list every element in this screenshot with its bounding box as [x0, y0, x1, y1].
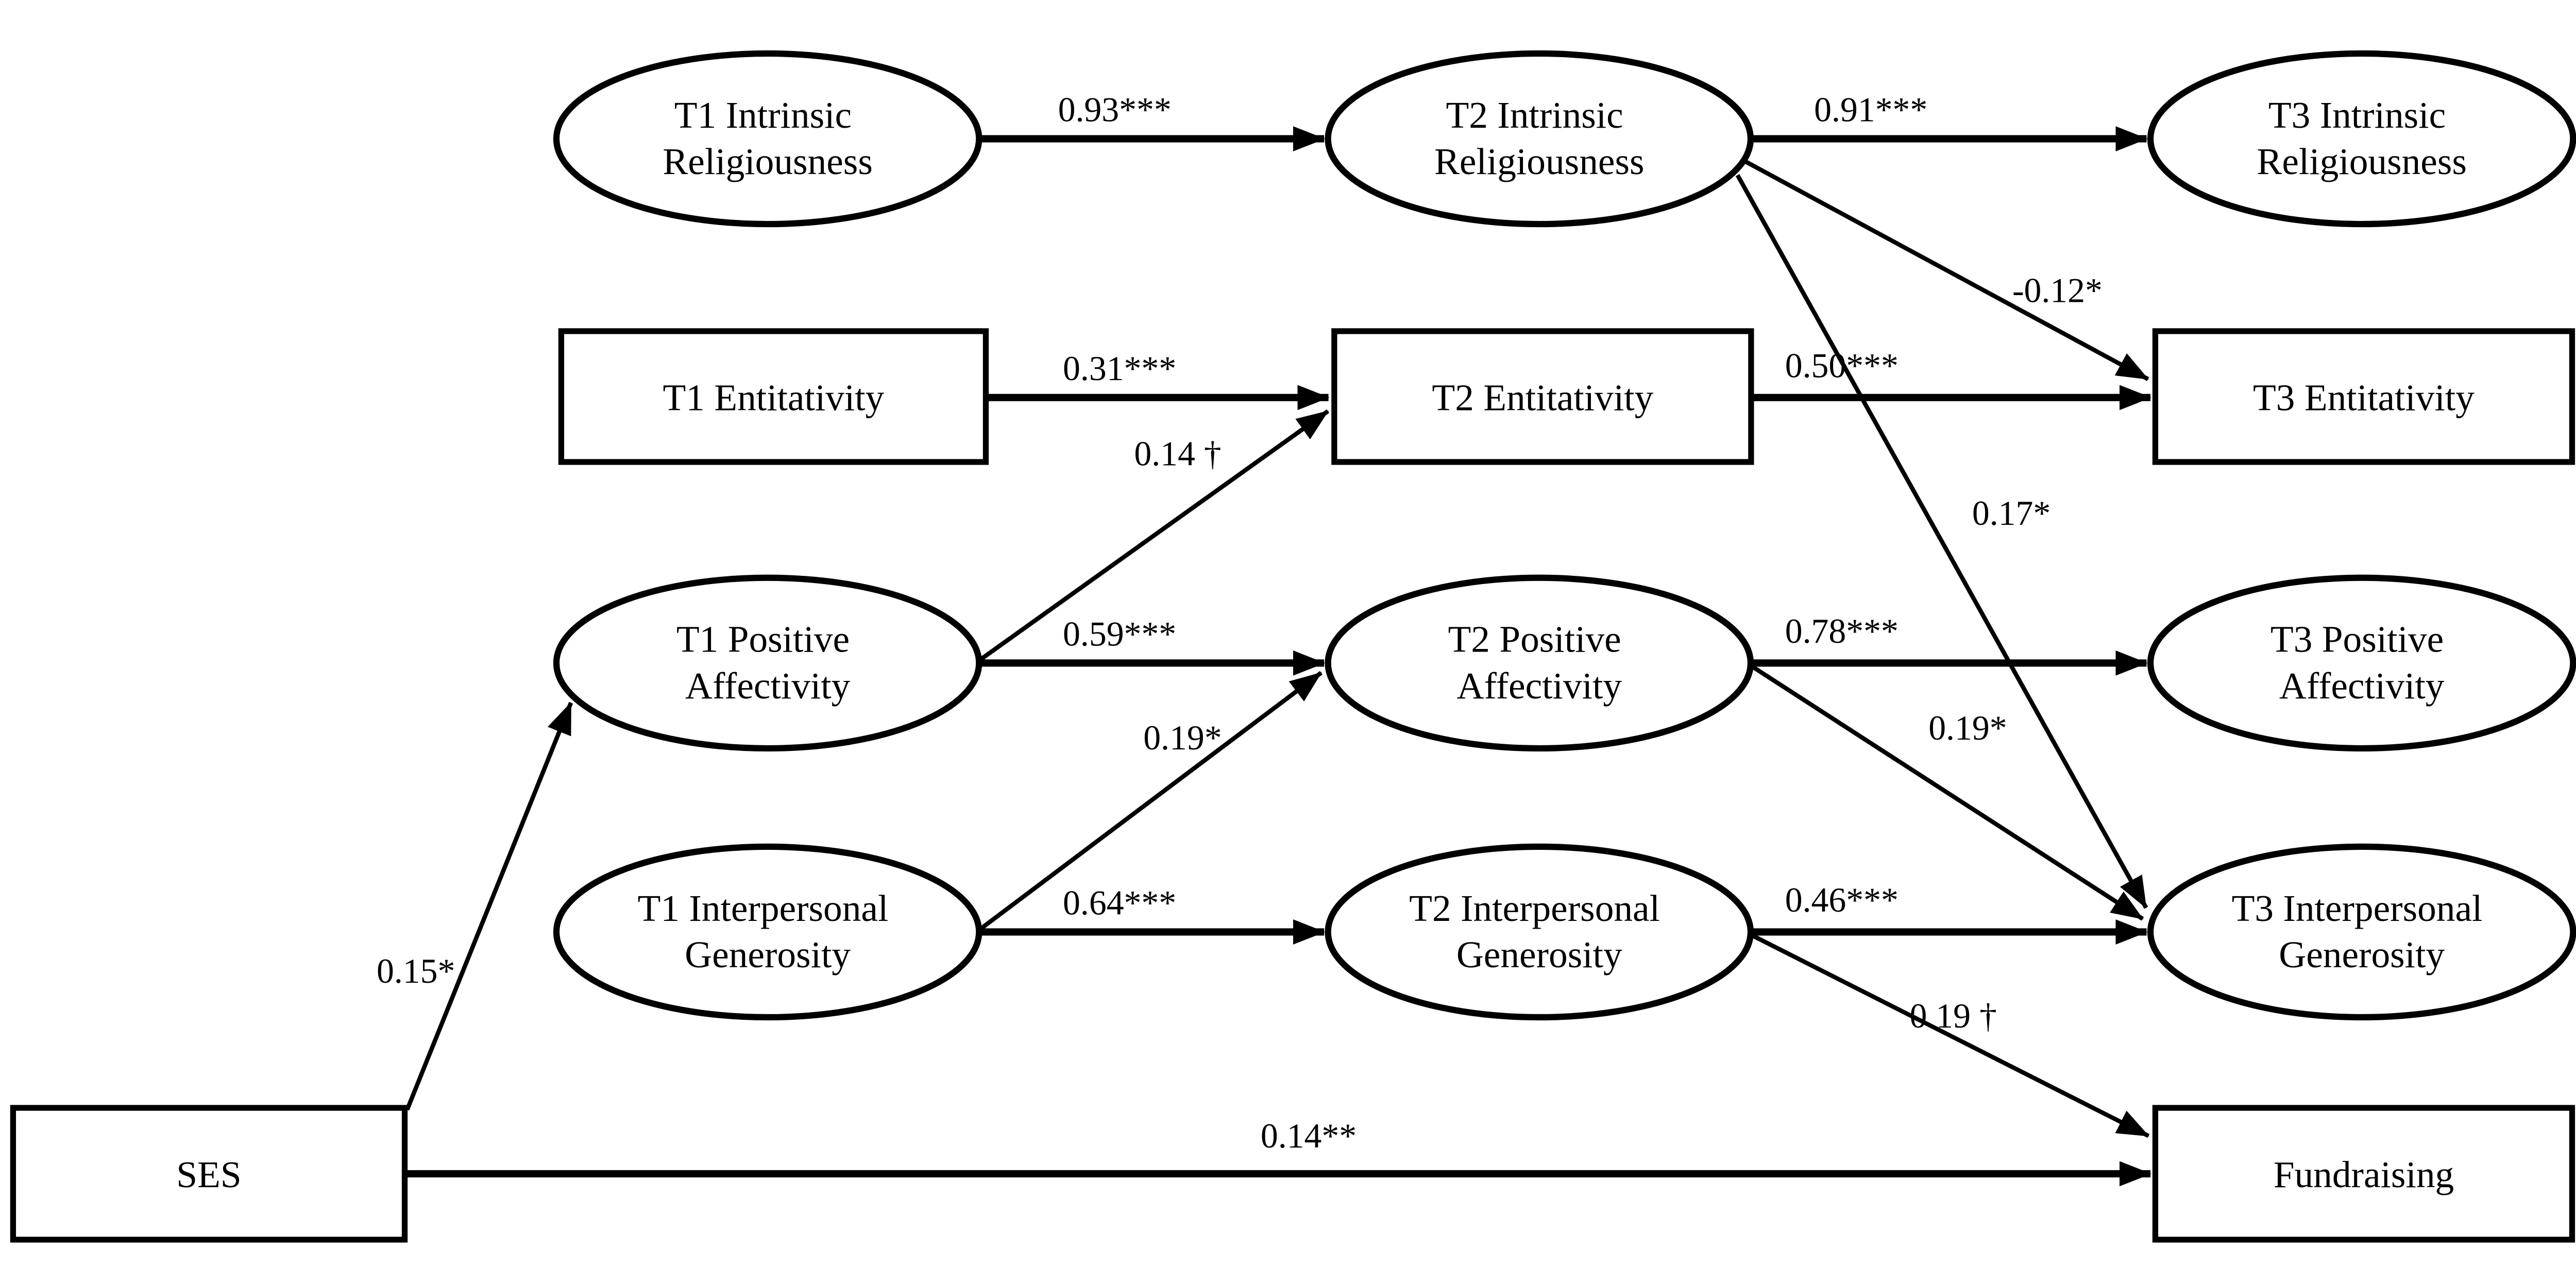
- edge-t2ir-to-t3e: -0.12*: [1741, 158, 2149, 381]
- coefficient-t1ig-t2ig: 0.64***: [1063, 884, 1176, 922]
- node-t2-interpersonal-generosity: T2 Interpersonal Generosity: [1325, 843, 1754, 1021]
- edge-t2ir-to-t3ig: 0.17*: [1735, 174, 2148, 909]
- coefficient-t1pa-t2pa: 0.59***: [1063, 614, 1176, 653]
- node-t1-interpersonal-generosity: T1 Interpersonal Generosity: [553, 843, 982, 1021]
- t3-entitativity-label: T3 Entitativity: [2253, 377, 2475, 418]
- t2-intrinsic-religiousness-ellipse: [1325, 50, 1754, 228]
- edge-t1ig-to-t2ig: 0.64***: [979, 884, 1325, 945]
- t3-positive-affectivity-ellipse: [2147, 574, 2576, 751]
- ses-box: [10, 1105, 408, 1243]
- node-t2-entitativity: T2 Entitativity: [1331, 328, 1754, 465]
- edge-t2ir-to-t3ir: 0.91***: [1750, 91, 2148, 151]
- edge-t2ig-to-t3ig: 0.46***: [1750, 881, 2148, 945]
- coefficient-t2ir-t3ir: 0.91***: [1814, 91, 1927, 129]
- edge-t2pa-to-t3pa: 0.78***: [1750, 612, 2148, 676]
- t2-entitativity-box: [1331, 328, 1754, 465]
- t3-interpersonal-generosity-ellipse: [2147, 843, 2576, 1021]
- arrow-t2ig-fundraising: [1751, 933, 2150, 1138]
- t2-interpersonal-generosity-label: T2 Interpersonal Generosity: [1409, 887, 1669, 976]
- edge-t1pa-to-t2pa: 0.59***: [979, 614, 1325, 676]
- fundraising-box: [2152, 1105, 2575, 1243]
- t2-positive-affectivity-ellipse: [1325, 574, 1754, 752]
- node-t1-intrinsic-religiousness: T1 Intrinsic Religiousness: [553, 50, 982, 228]
- node-t1-positive-affectivity: T1 Positive Affectivity: [553, 574, 982, 752]
- edge-ses-to-fundraising: 0.14**: [404, 1117, 2151, 1187]
- coefficient-t1ir-t2ir: 0.93***: [1058, 91, 1172, 129]
- edge-t2ig-to-fundraising: 0.19 †: [1751, 933, 2150, 1138]
- t2-entitativity-label: T2 Entitativity: [1432, 377, 1653, 418]
- edge-t1ir-to-t2ir: 0.93***: [979, 91, 1325, 151]
- t1-positive-affectivity-label: T1 Positive Affectivity: [676, 619, 859, 707]
- node-t3-entitativity: T3 Entitativity: [2152, 328, 2575, 465]
- coefficient-t1ig-t2pa: 0.19*: [1143, 719, 1222, 757]
- coefficient-ses-t1pa: 0.15*: [377, 952, 455, 990]
- edge-t2e-to-t3e: 0.50***: [1751, 346, 2151, 410]
- t3-intrinsic-religiousness-label: T3 Intrinsic Religiousness: [2257, 94, 2467, 182]
- arrow-t2pa-t3ig: [1751, 664, 2144, 921]
- fundraising-label: Fundraising: [2274, 1154, 2454, 1195]
- t2-interpersonal-generosity-ellipse: [1325, 843, 1754, 1021]
- node-t3-positive-affectivity: T3 Positive Affectivity: [2147, 574, 2576, 751]
- coefficient-t2ig-fundraising: 0.19 †: [1910, 997, 1997, 1035]
- t2-positive-affectivity-label: T2 Positive Affectivity: [1448, 619, 1631, 707]
- t1-entitativity-box: [558, 328, 989, 465]
- coefficient-ses-fundraising: 0.14**: [1261, 1117, 1357, 1155]
- t2-intrinsic-religiousness-label: T2 Intrinsic Religiousness: [1434, 94, 1645, 182]
- node-ses: SES: [10, 1105, 408, 1243]
- t1-interpersonal-generosity-ellipse: [553, 843, 982, 1021]
- node-t3-intrinsic-religiousness: T3 Intrinsic Religiousness: [2147, 50, 2576, 228]
- t3-positive-affectivity-label: T3 Positive Affectivity: [2270, 619, 2453, 707]
- coefficient-t1pa-t2e: 0.14 †: [1134, 435, 1221, 473]
- coefficient-t2ir-t3ig: 0.17*: [1972, 494, 2050, 533]
- ses-label: SES: [176, 1154, 241, 1195]
- arrow-ses-t1pa: [405, 702, 573, 1111]
- node-t2-intrinsic-religiousness: T2 Intrinsic Religiousness: [1325, 50, 1754, 228]
- t1-entitativity-label: T1 Entitativity: [663, 377, 884, 418]
- t3-entitativity-box: [2152, 328, 2575, 465]
- coefficient-t2pa-t3ig: 0.19*: [1928, 709, 2007, 747]
- coefficient-t2ig-t3ig: 0.46***: [1785, 881, 1899, 919]
- node-fundraising: Fundraising: [2152, 1105, 2575, 1243]
- node-t1-entitativity: T1 Entitativity: [558, 328, 989, 465]
- arrow-t1ig-t2pa: [979, 671, 1323, 931]
- edge-t1pa-to-t2e: 0.14 †: [979, 409, 1330, 661]
- coefficient-t2pa-t3pa: 0.78***: [1785, 612, 1899, 651]
- arrow-t1pa-t2e: [979, 409, 1330, 661]
- coefficient-t2ir-t3e: -0.12*: [2012, 271, 2103, 310]
- edge-t1e-to-t2e: 0.31***: [986, 349, 1330, 410]
- node-t3-interpersonal-generosity: T3 Interpersonal Generosity: [2147, 843, 2576, 1021]
- edge-ses-to-t1pa: 0.15*: [377, 702, 573, 1111]
- t1-interpersonal-generosity-label: T1 Interpersonal Generosity: [638, 887, 898, 976]
- edge-t2pa-to-t3ig: 0.19*: [1751, 664, 2144, 921]
- coefficient-t1e-t2e: 0.31***: [1063, 349, 1176, 388]
- t1-intrinsic-religiousness-ellipse: [553, 50, 982, 228]
- t1-positive-affectivity-ellipse: [553, 574, 982, 752]
- t3-intrinsic-religiousness-ellipse: [2147, 50, 2576, 228]
- arrow-t2ir-t3ig: [1735, 174, 2148, 909]
- t1-intrinsic-religiousness-label: T1 Intrinsic Religiousness: [663, 94, 873, 182]
- t3-interpersonal-generosity-label: T3 Interpersonal Generosity: [2232, 887, 2492, 976]
- arrow-t2ir-t3e: [1741, 158, 2149, 381]
- node-t2-positive-affectivity: T2 Positive Affectivity: [1325, 574, 1754, 752]
- edge-t1ig-to-t2pa: 0.19*: [979, 671, 1323, 931]
